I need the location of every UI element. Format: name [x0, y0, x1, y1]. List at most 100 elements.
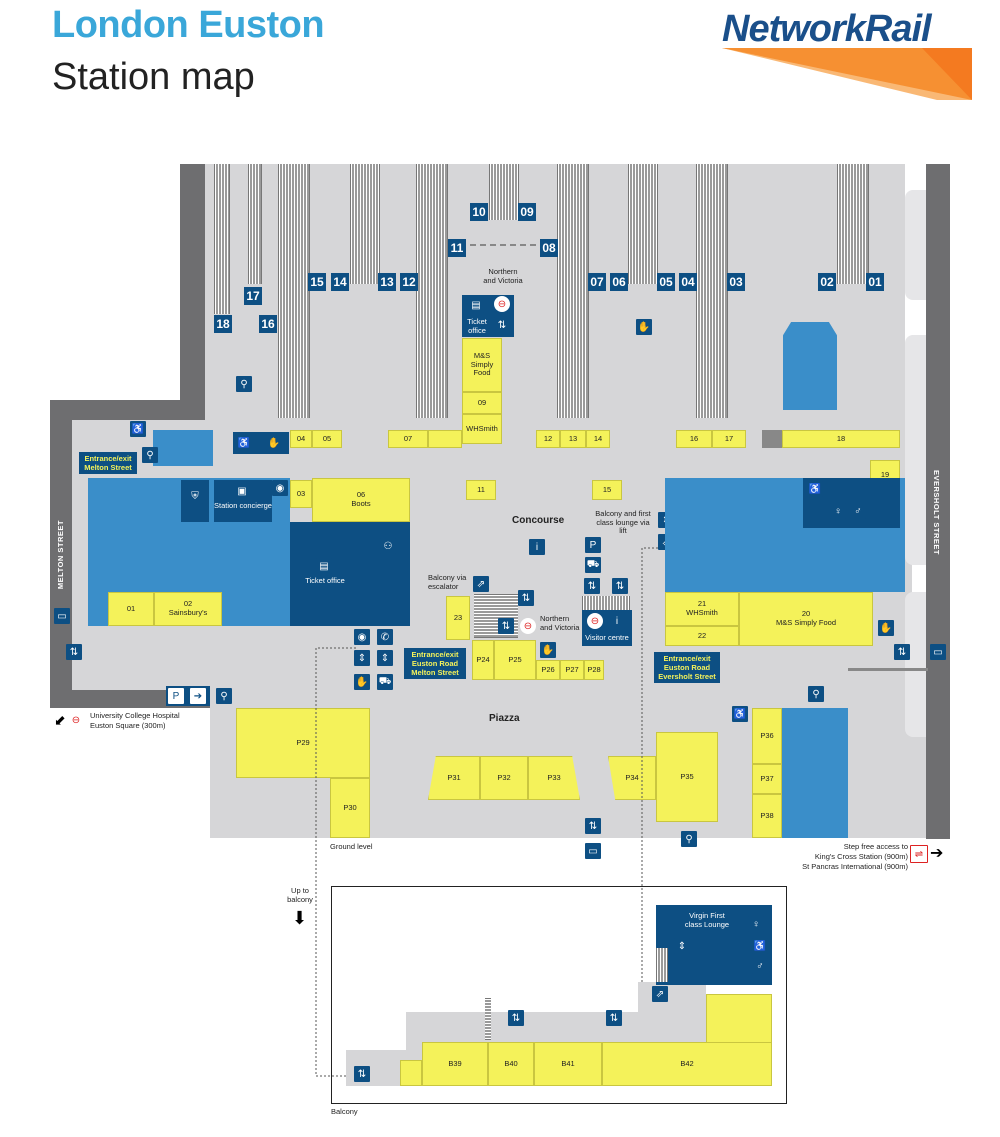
shop-07[interactable]: 07: [388, 430, 428, 448]
shop-15[interactable]: 15: [592, 480, 622, 500]
platform-13: 13: [378, 273, 396, 291]
shop-03[interactable]: 03: [290, 480, 312, 508]
ground-level-label: Ground level: [330, 842, 373, 851]
lift-icon-piazza: ⇅: [585, 818, 601, 834]
shop-09[interactable]: 09: [462, 392, 502, 414]
shop-12[interactable]: 12: [536, 430, 560, 448]
shop-17[interactable]: 17: [712, 430, 746, 448]
unit-p26[interactable]: P26: [536, 660, 560, 680]
help-icon-piazza: ✋: [540, 642, 556, 658]
logo-text: NetworkRail: [722, 8, 932, 50]
north-ticket-office-label: Ticket office: [467, 317, 487, 335]
page-subtitle: Station map: [52, 56, 255, 98]
underground-roundel-icon-2[interactable]: ⊖: [520, 618, 536, 634]
unit-p34[interactable]: P34: [608, 756, 656, 800]
unit-b41[interactable]: B41: [534, 1042, 602, 1086]
logo-swoosh-icon: [722, 48, 972, 100]
shop-04[interactable]: 04: [290, 430, 312, 448]
entrance-melton-street[interactable]: Entrance/exit Melton Street: [79, 452, 137, 474]
melton-building: [153, 430, 213, 466]
lift-icon-2: ⇕: [354, 650, 370, 666]
unit-p30[interactable]: P30: [330, 778, 370, 838]
unit-p37[interactable]: P37: [752, 764, 782, 794]
shop-18[interactable]: 18: [782, 430, 900, 448]
track-14-13: [350, 164, 380, 284]
track-04-03: [696, 164, 728, 418]
entrance-euston-road-eversholt[interactable]: Entrance/exit Euston Road Eversholt Stre…: [654, 652, 720, 683]
telephone-icon: ✆: [377, 629, 393, 645]
shop-22[interactable]: 22: [665, 626, 739, 646]
cycle-icon-west: ⚲: [216, 688, 232, 704]
up-to-balcony-label: Up to balcony: [287, 886, 313, 904]
east-wall-2: [905, 335, 926, 565]
step-free-label: Step free access to: [843, 842, 908, 851]
assistance-icon: ♿: [236, 435, 252, 451]
unit-p25[interactable]: P25: [494, 640, 536, 680]
ticket-counter-icon: ⚇: [380, 538, 396, 554]
unit-p31[interactable]: P31: [428, 756, 480, 800]
road-west-corner: [50, 400, 210, 420]
lift-icon-3: ⇕: [377, 650, 393, 666]
parking-icon[interactable]: P: [585, 537, 601, 553]
cycle-icon-east: ⚲: [808, 686, 824, 702]
national-rail-icon: ⇌: [910, 845, 928, 863]
track-10-09: [489, 164, 519, 220]
st-pancras-label: St Pancras International (900m): [802, 862, 908, 871]
unit-b39[interactable]: B39: [422, 1042, 488, 1086]
shop-01[interactable]: 01: [108, 592, 154, 626]
entrance-euston-road-melton[interactable]: Entrance/exit Euston Road Melton Street: [404, 648, 466, 679]
shop-08[interactable]: WHSmith: [462, 414, 502, 444]
track-18: [214, 164, 230, 314]
unit-b42[interactable]: B42: [602, 1042, 772, 1086]
shop-21-name: WHSmith: [686, 608, 718, 617]
service-block: [762, 430, 782, 448]
baby-change-icon: ♂: [850, 503, 866, 519]
track-06-05: [628, 164, 658, 284]
track-17: [248, 164, 262, 284]
unit-p35[interactable]: P35: [656, 732, 718, 822]
accessible-icon-piazza: ♿: [732, 706, 748, 722]
concierge-icon: ▣: [234, 483, 250, 499]
platform-10: 10: [470, 203, 488, 221]
balcony-lift-floor: [638, 982, 706, 1012]
escalator-icon: ⇅: [494, 317, 510, 333]
balcony-lift-label: Balcony and first class lounge via lift: [595, 509, 651, 536]
platform-18: 18: [214, 315, 232, 333]
visitor-centre-label: Visitor centre: [585, 633, 629, 642]
shop-23[interactable]: 23: [446, 596, 470, 640]
road-eversholt-street: [926, 164, 950, 839]
unit-p33[interactable]: P33: [528, 756, 580, 800]
underground-roundel-icon-3: ⊖: [587, 613, 603, 629]
bus-icon-east: ▭: [930, 644, 946, 660]
shop-02-number: 02: [183, 599, 193, 609]
shop-10[interactable]: M&S Simply Food: [462, 338, 502, 392]
track-07: [557, 164, 589, 418]
underground-roundel-icon-4: ⊖: [68, 712, 84, 728]
ticket-icon: ▤: [316, 558, 332, 574]
unit-p29[interactable]: P29: [236, 708, 370, 778]
shop-02-name: Sainsbury's: [168, 608, 208, 617]
platform-03: 03: [727, 273, 745, 291]
unit-p28[interactable]: P28: [584, 660, 604, 680]
underground-roundel-icon[interactable]: ⊖: [494, 296, 510, 312]
shop-13[interactable]: 13: [560, 430, 586, 448]
help-icon-east: ✋: [878, 620, 894, 636]
information-icon[interactable]: i: [529, 539, 545, 555]
accessible-toilet-icon: ♿: [807, 481, 823, 497]
unit-p38[interactable]: P38: [752, 794, 782, 838]
shop-16[interactable]: 16: [676, 430, 712, 448]
platform-02: 02: [818, 273, 836, 291]
unit-p32[interactable]: P32: [480, 756, 528, 800]
shop-11[interactable]: 11: [466, 480, 496, 500]
shop-14[interactable]: 14: [586, 430, 610, 448]
shop-05[interactable]: 05: [312, 430, 342, 448]
unit-p27[interactable]: P27: [560, 660, 584, 680]
unit-p36[interactable]: P36: [752, 708, 782, 764]
lift-icon-balcony: ⇅: [606, 1010, 622, 1026]
unit-p24[interactable]: P24: [472, 640, 494, 680]
unit-b40[interactable]: B40: [488, 1042, 534, 1086]
